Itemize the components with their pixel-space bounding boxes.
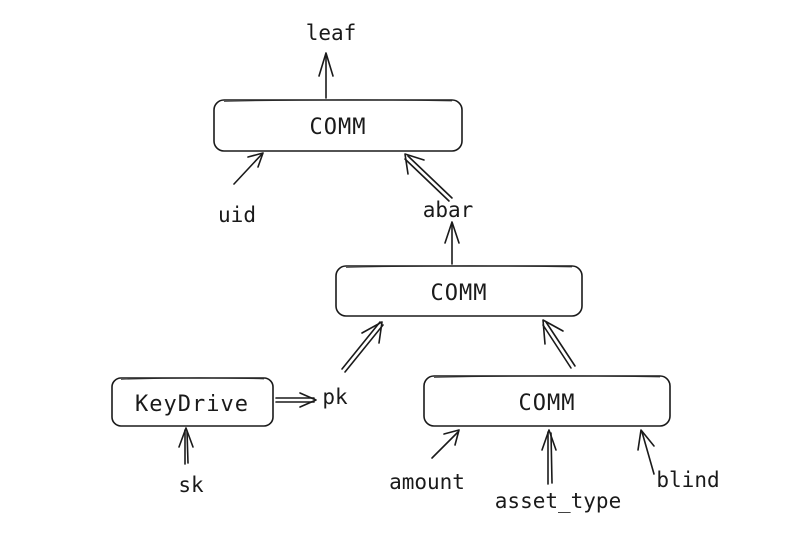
comm-bottom-label: COMM bbox=[519, 391, 576, 416]
arrow-blind-to-comm-bottom bbox=[637, 429, 655, 475]
arrow-sk-to-keydrive bbox=[178, 427, 194, 465]
label-uid: uid bbox=[218, 203, 256, 227]
label-asset-type: asset_type bbox=[495, 489, 621, 513]
comm-mid-label: COMM bbox=[431, 281, 488, 306]
comm-bottom-box: COMM bbox=[423, 375, 671, 427]
keydrive-label: KeyDrive bbox=[135, 392, 249, 417]
arrow-comm-bottom-to-comm-mid bbox=[542, 319, 576, 369]
keydrive-box: KeyDrive bbox=[111, 377, 274, 427]
arrow-abar-to-comm-top bbox=[404, 153, 453, 202]
comm-top-label: COMM bbox=[310, 115, 367, 140]
label-pk: pk bbox=[322, 385, 348, 409]
label-sk: sk bbox=[178, 473, 204, 497]
label-blind: blind bbox=[656, 468, 719, 492]
arrow-comm-top-to-leaf bbox=[318, 52, 334, 99]
label-abar: abar bbox=[423, 198, 474, 222]
label-leaf: leaf bbox=[306, 21, 357, 45]
comm-mid-box: COMM bbox=[335, 265, 583, 317]
arrow-keydrive-to-pk bbox=[275, 392, 317, 408]
arrow-asset-type-to-comm-bottom bbox=[541, 429, 557, 485]
arrow-comm-mid-to-abar bbox=[444, 221, 460, 265]
arrow-pk-to-comm-mid bbox=[341, 321, 384, 373]
arrow-amount-to-comm-bottom bbox=[431, 429, 460, 459]
arrow-uid-to-comm-top bbox=[233, 152, 264, 185]
label-amount: amount bbox=[389, 470, 465, 494]
comm-top-box: COMM bbox=[213, 99, 463, 152]
